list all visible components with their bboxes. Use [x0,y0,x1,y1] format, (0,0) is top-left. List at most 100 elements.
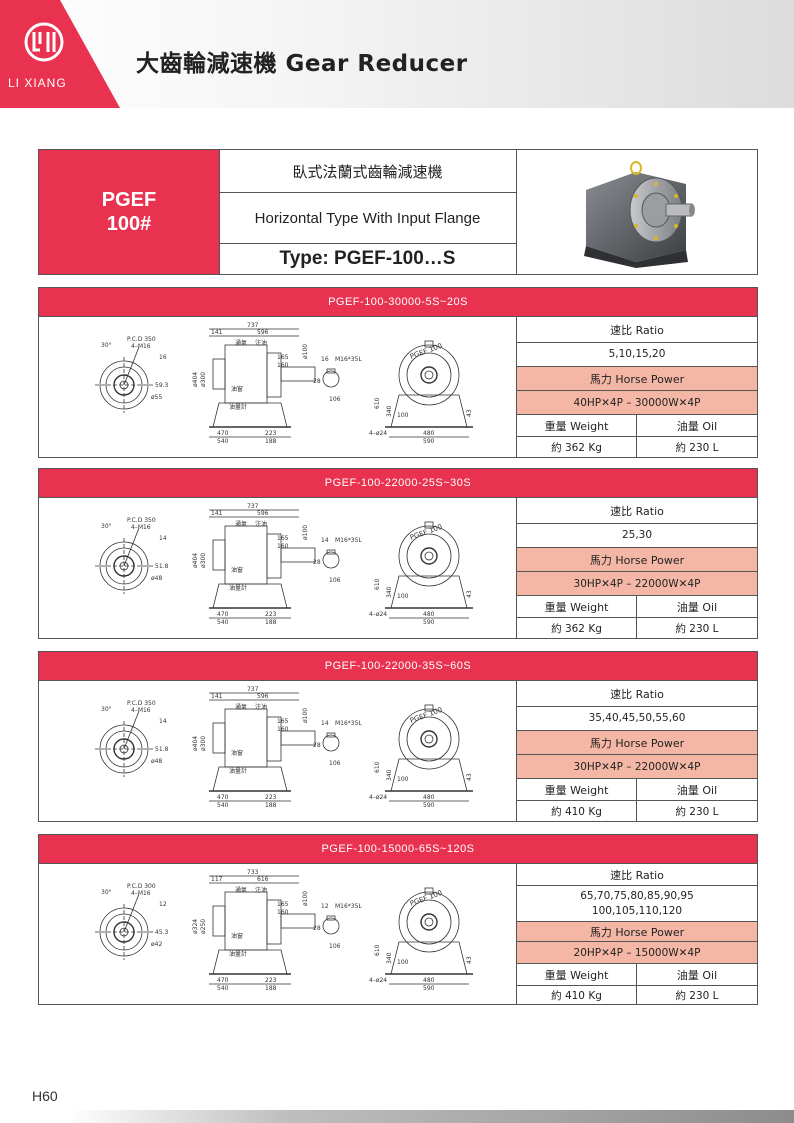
header-band [0,0,794,108]
dim-pcd: P.C.D 350 [127,336,156,343]
dim-key: M16*35L [335,720,362,727]
model-line-2: 100# [106,213,152,235]
dim-b2: 223 [265,430,277,437]
dim-key-width: 12 [321,903,329,910]
dim-d4: ø404 [192,553,199,568]
dim-cf: 100 [397,776,409,783]
dim-d1: 14 [159,535,167,542]
note-vent: 通氣 [235,886,247,894]
input-flange-view: P.C.D 350 4–M16 30° 14 ø48 51.8 [95,517,169,594]
dim-d5: ø300 [200,372,207,387]
ratio-value-row: 25,30 [517,524,757,548]
dim-k2: 106 [329,943,341,950]
section-title: PGEF-100-22000-25S~30S [39,469,757,498]
ratio-label-row: 速比 Ratio [517,317,757,343]
ratio-label: 速比 Ratio [610,323,664,337]
dim-cw: 480 [423,794,435,801]
section-body: P.C.D 350 4–M16 30° 16 ø55 59.3 737 141 … [39,317,757,457]
oil-label: 油量 Oil [676,600,718,614]
dim-ch: 340 [386,586,393,598]
section-body: P.C.D 350 4–M16 30° 14 ø48 51.8 737 141 … [39,498,757,638]
dim-cb: 590 [423,438,435,445]
dim-shaft: ø100 [302,891,309,906]
dim-d3: 59.3 [155,382,169,389]
dim-d5: ø300 [200,553,207,568]
dim-cw: 480 [423,611,435,618]
front-view: PGEF 100 610 340 100 480 590 4–ø24 43 [369,340,473,445]
horse-power-value: 30HP✕4P – 22000W✕4P [573,760,701,773]
dimension-drawing: P.C.D 300 4–M16 30° 12 ø42 45.3 733 117 … [39,864,517,1004]
dim-d4: ø404 [192,372,199,387]
dim-b3: 540 [217,985,229,992]
dim-b4: 188 [265,985,277,992]
note-oil-level: 油窗 [231,566,243,574]
weight-label: 重量 Weight [517,779,637,800]
ratio-value: 25,30 [621,529,653,541]
footer-bar [66,1110,794,1123]
ratio-value-row: 65,70,75,80,85,90,95 100,105,110,120 [517,886,757,922]
ratio-value: 65,70,75,80,85,90,95 [580,889,694,902]
ratio-value-row: 5,10,15,20 [517,343,757,367]
dim-flange: 141 [211,510,223,517]
ratio-label-row: 速比 Ratio [517,681,757,707]
dim-d2: ø48 [151,575,162,582]
dim-h1: 165 [277,718,289,725]
dim-key-width: 16 [321,356,329,363]
note-oil-fill: 注油 [255,520,267,528]
logo-text: LI XIANG [8,76,67,90]
rim-label: PGEF 100 [409,706,443,725]
ratio-label-row: 速比 Ratio [517,864,757,886]
dim-side: 43 [466,773,473,781]
rim-label: PGEF 100 [409,342,443,361]
dim-b1: 470 [217,611,229,618]
horse-power-value: 40HP✕4P – 30000W✕4P [573,396,701,409]
oil-label: 油量 Oil [676,783,718,797]
dim-fh: 610 [374,397,381,409]
dim-cw: 480 [423,977,435,984]
horse-power-label: 馬力 Horse Power [589,736,685,750]
dim-holes: 4–ø24 [369,611,387,618]
dim-cf: 100 [397,412,409,419]
dim-h2: 160 [277,726,289,733]
note-oil-gauge: 油量計 [229,403,247,411]
dim-d5: ø300 [200,736,207,751]
dim-bolt: 4–M16 [131,343,151,350]
dim-b1: 470 [217,430,229,437]
spec-section: PGEF-100-15000-65S~120S P.C. [38,834,758,1005]
dim-b3: 540 [217,619,229,626]
spec-section: PGEF-100-22000-35S~60S P.C.D [38,651,758,822]
dim-angle: 30° [101,523,112,530]
dim-h1: 165 [277,535,289,542]
horse-power-label: 馬力 Horse Power [589,925,685,939]
side-view: 737 141 596 ø404 ø300 [192,686,316,809]
front-view: PGEF 100 610 340 100 480 590 4–ø24 43 [369,521,473,626]
dim-bolt: 4–M16 [131,707,151,714]
dim-d5: ø250 [200,919,207,934]
product-header-table: PGEF 100# 臥式法蘭式齒輪減速機 Horizontal Type Wit… [38,149,758,275]
oil-value: 約 230 L [675,805,719,818]
side-view: 737 141 596 ø404 ø300 [192,503,316,626]
dim-cf: 100 [397,959,409,966]
dim-h1: 165 [277,354,289,361]
dim-angle: 30° [101,706,112,713]
spec-section: PGEF-100-22000-25S~30S P.C.D [38,468,758,639]
dim-cw: 480 [423,430,435,437]
dim-b2: 223 [265,794,277,801]
weight-value: 約 362 Kg [517,437,637,457]
dim-d3: 51.8 [155,563,169,570]
weight-oil-value-row: 約 362 Kg 約 230 L [517,618,757,638]
dim-d1: 12 [159,901,167,908]
weight-oil-label-row: 重量 Weight 油量 Oil [517,596,757,618]
note-oil-level: 油窗 [231,749,243,757]
dimension-drawing: P.C.D 350 4–M16 30° 16 ø55 59.3 737 141 … [39,317,517,457]
dim-angle: 30° [101,889,112,896]
side-view: 737 141 596 ø404 ø300 [192,322,316,445]
horse-power-label: 馬力 Horse Power [589,372,685,386]
dim-key: M16*35L [335,356,362,363]
spec-table: 速比 Ratio 35,40,45,50,55,60 馬力 Horse Powe… [517,681,757,821]
note-oil-fill: 注油 [255,886,267,894]
key-view: 14 M16*35L 28 106 [313,720,362,767]
dim-holes: 4–ø24 [369,977,387,984]
dim-d2: ø55 [151,394,162,401]
dim-body: 616 [257,876,269,883]
